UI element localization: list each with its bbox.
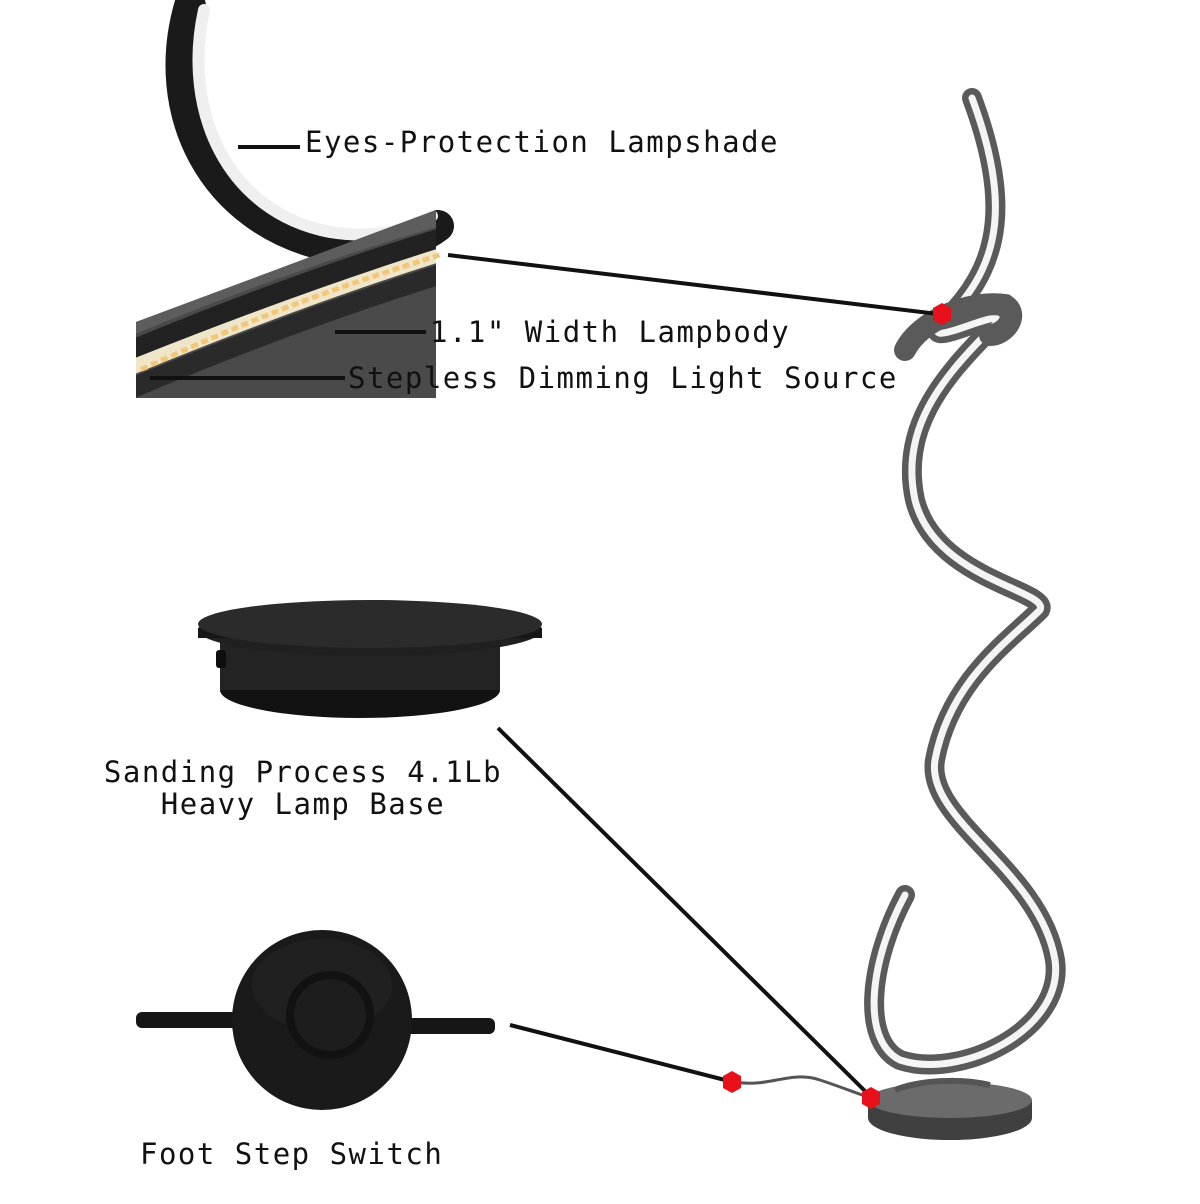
power-cord <box>734 1075 873 1100</box>
lamp-base-label-line1: Sanding Process 4.1Lb <box>103 755 503 789</box>
led-chip <box>140 364 149 372</box>
foot-switch-photo <box>136 930 495 1110</box>
led-chip <box>411 258 421 267</box>
led-chip-row <box>140 252 441 372</box>
led-chip <box>180 346 189 354</box>
light-source-label: Stepless Dimming Light Source <box>348 361 898 395</box>
leader-lines <box>150 145 939 1096</box>
led-chip <box>301 296 310 304</box>
led-chip <box>230 324 239 332</box>
led-chip <box>391 265 401 273</box>
led-chip <box>200 337 209 345</box>
led-chip <box>240 320 250 328</box>
led-chip <box>421 255 431 263</box>
lamp-base-label-line2: Heavy Lamp Base <box>160 787 446 821</box>
led-chip <box>371 272 380 280</box>
led-chip <box>250 316 260 324</box>
red-markers <box>723 303 951 1109</box>
marker-lampbody <box>933 303 951 325</box>
led-chip <box>361 275 370 283</box>
led-chip <box>280 304 290 312</box>
led-chip <box>381 268 390 276</box>
led-chip <box>351 278 360 286</box>
led-chip <box>210 333 219 341</box>
led-chip <box>401 262 411 270</box>
lampshade-label: Eyes-Protection Lampshade <box>305 125 779 159</box>
led-chip <box>321 289 330 297</box>
led-chip <box>432 252 441 260</box>
marker-switch <box>723 1071 741 1093</box>
led-chip <box>291 300 300 308</box>
led-chip <box>150 359 159 368</box>
led-chip <box>220 329 229 337</box>
led-chip <box>341 282 350 290</box>
lamp-base-label: Sanding Process 4.1Lb Heavy Lamp Base <box>98 756 508 820</box>
lamp-base-photo <box>198 600 542 718</box>
foot-switch-label: Foot Step Switch <box>140 1137 444 1171</box>
spiral-floor-lamp <box>864 88 1066 1140</box>
led-chip <box>190 342 199 350</box>
led-chip <box>170 350 179 359</box>
led-chip <box>311 293 320 301</box>
led-chip <box>260 312 270 320</box>
lampbody-width-label: 1.1" Width Lampbody <box>430 315 791 349</box>
led-chip <box>270 308 280 316</box>
led-chip <box>160 355 169 363</box>
marker-base <box>862 1087 880 1109</box>
led-chip <box>331 285 340 293</box>
